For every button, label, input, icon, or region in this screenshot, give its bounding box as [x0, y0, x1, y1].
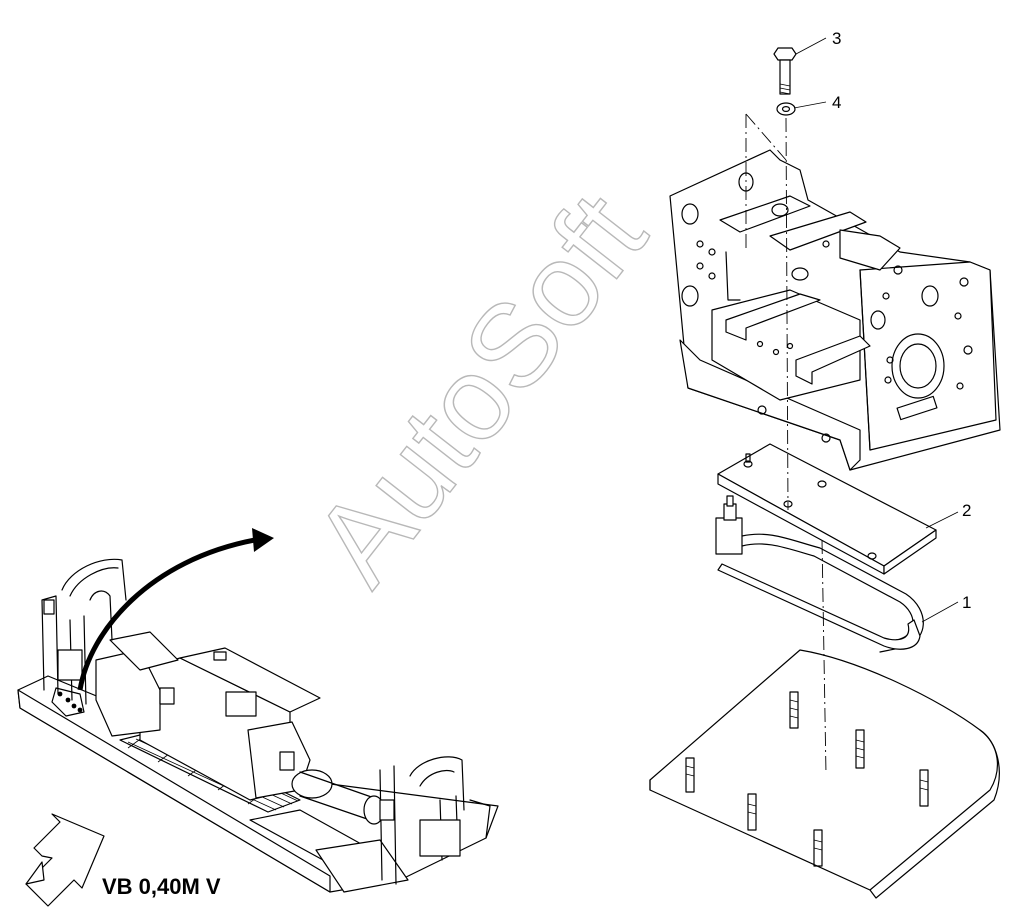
watermark: AutoSoft [288, 170, 671, 608]
leader-lines [793, 37, 959, 623]
sensor-cable [715, 495, 924, 653]
outline-arrow-icon [25, 813, 105, 907]
callout-3: 3 [832, 29, 841, 48]
screed-machine-overview [17, 558, 499, 893]
exploded-assembly [649, 37, 1001, 899]
base-tray [649, 649, 1000, 899]
wiper-strip [717, 563, 921, 650]
mounting-bracket [669, 149, 1001, 471]
curved-arrow-icon [77, 528, 274, 691]
assembly-center-lines [745, 113, 827, 775]
bolt [773, 47, 797, 95]
gasket-plate [717, 443, 937, 575]
callout-4: 4 [832, 93, 841, 112]
washer [776, 102, 796, 116]
callout-1: 1 [962, 593, 971, 612]
callout-2: 2 [962, 501, 971, 520]
model-label: VB 0,40M V [102, 874, 221, 899]
